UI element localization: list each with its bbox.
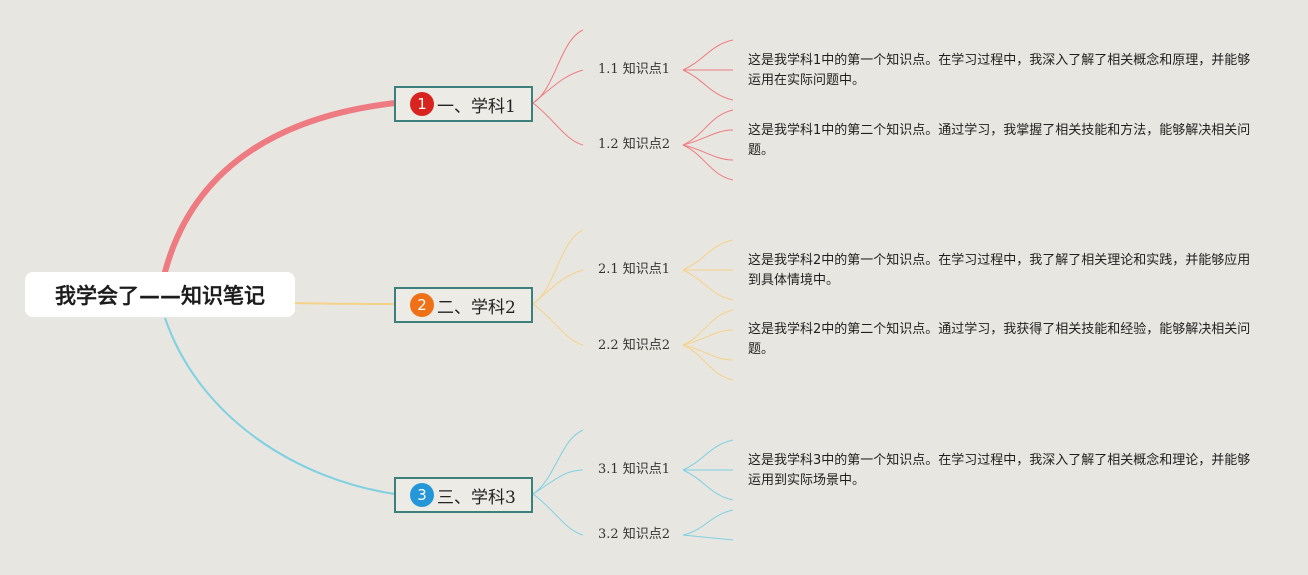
point-topic-1-2[interactable]: 1.2 知识点2 [598,137,671,152]
number-3-icon: 3 [410,483,434,507]
number-1-icon: 1 [410,92,434,116]
branch-group-subject3 [532,429,734,541]
point-description-3-1[interactable]: 这是我学科3中的第一个知识点。在学习过程中，我深入了解了相关概念和理论，并能够运… [748,453,1251,488]
subject-label: 二、学科2 [437,297,516,318]
subject-topic-1[interactable]: 1 一、学科1 [394,86,533,122]
point-topic-2-2[interactable]: 2.2 知识点2 [598,338,671,353]
point-description-2-2[interactable]: 这是我学科2中的第二个知识点。通过学习，我获得了相关技能和经验，能够解决相关问题… [748,322,1251,357]
subject-topic-2[interactable]: 2 二、学科2 [394,287,533,323]
point-description-1-2[interactable]: 这是我学科1中的第二个知识点。通过学习，我掌握了相关技能和方法，能够解决相关问题… [748,123,1251,158]
subject-label: 一、学科1 [437,96,516,117]
point-topic-1-1[interactable]: 1.1 知识点1 [598,62,671,77]
connector-root-subject1 [162,100,398,275]
connector-root-subject2 [294,302,396,305]
point-topic-2-1[interactable]: 2.1 知识点1 [598,262,671,277]
point-description-2-1[interactable]: 这是我学科2中的第一个知识点。在学习过程中，我了解了相关理论和实践，并能够应用到… [748,253,1251,288]
subject-topic-3[interactable]: 3 三、学科3 [394,477,533,513]
point-description-1-1[interactable]: 这是我学科1中的第一个知识点。在学习过程中，我深入了解了相关概念和原理，并能够运… [748,53,1251,88]
branch-group-subject2 [532,229,734,381]
number-2-icon: 2 [410,293,434,317]
point-topic-3-1[interactable]: 3.1 知识点1 [598,462,671,477]
subject-label: 三、学科3 [437,487,516,508]
root-topic[interactable]: 我学会了——知识笔记 [25,272,295,317]
branch-group-subject1 [532,29,734,181]
point-topic-3-2[interactable]: 3.2 知识点2 [598,527,671,542]
connector-root-subject3 [164,317,396,495]
